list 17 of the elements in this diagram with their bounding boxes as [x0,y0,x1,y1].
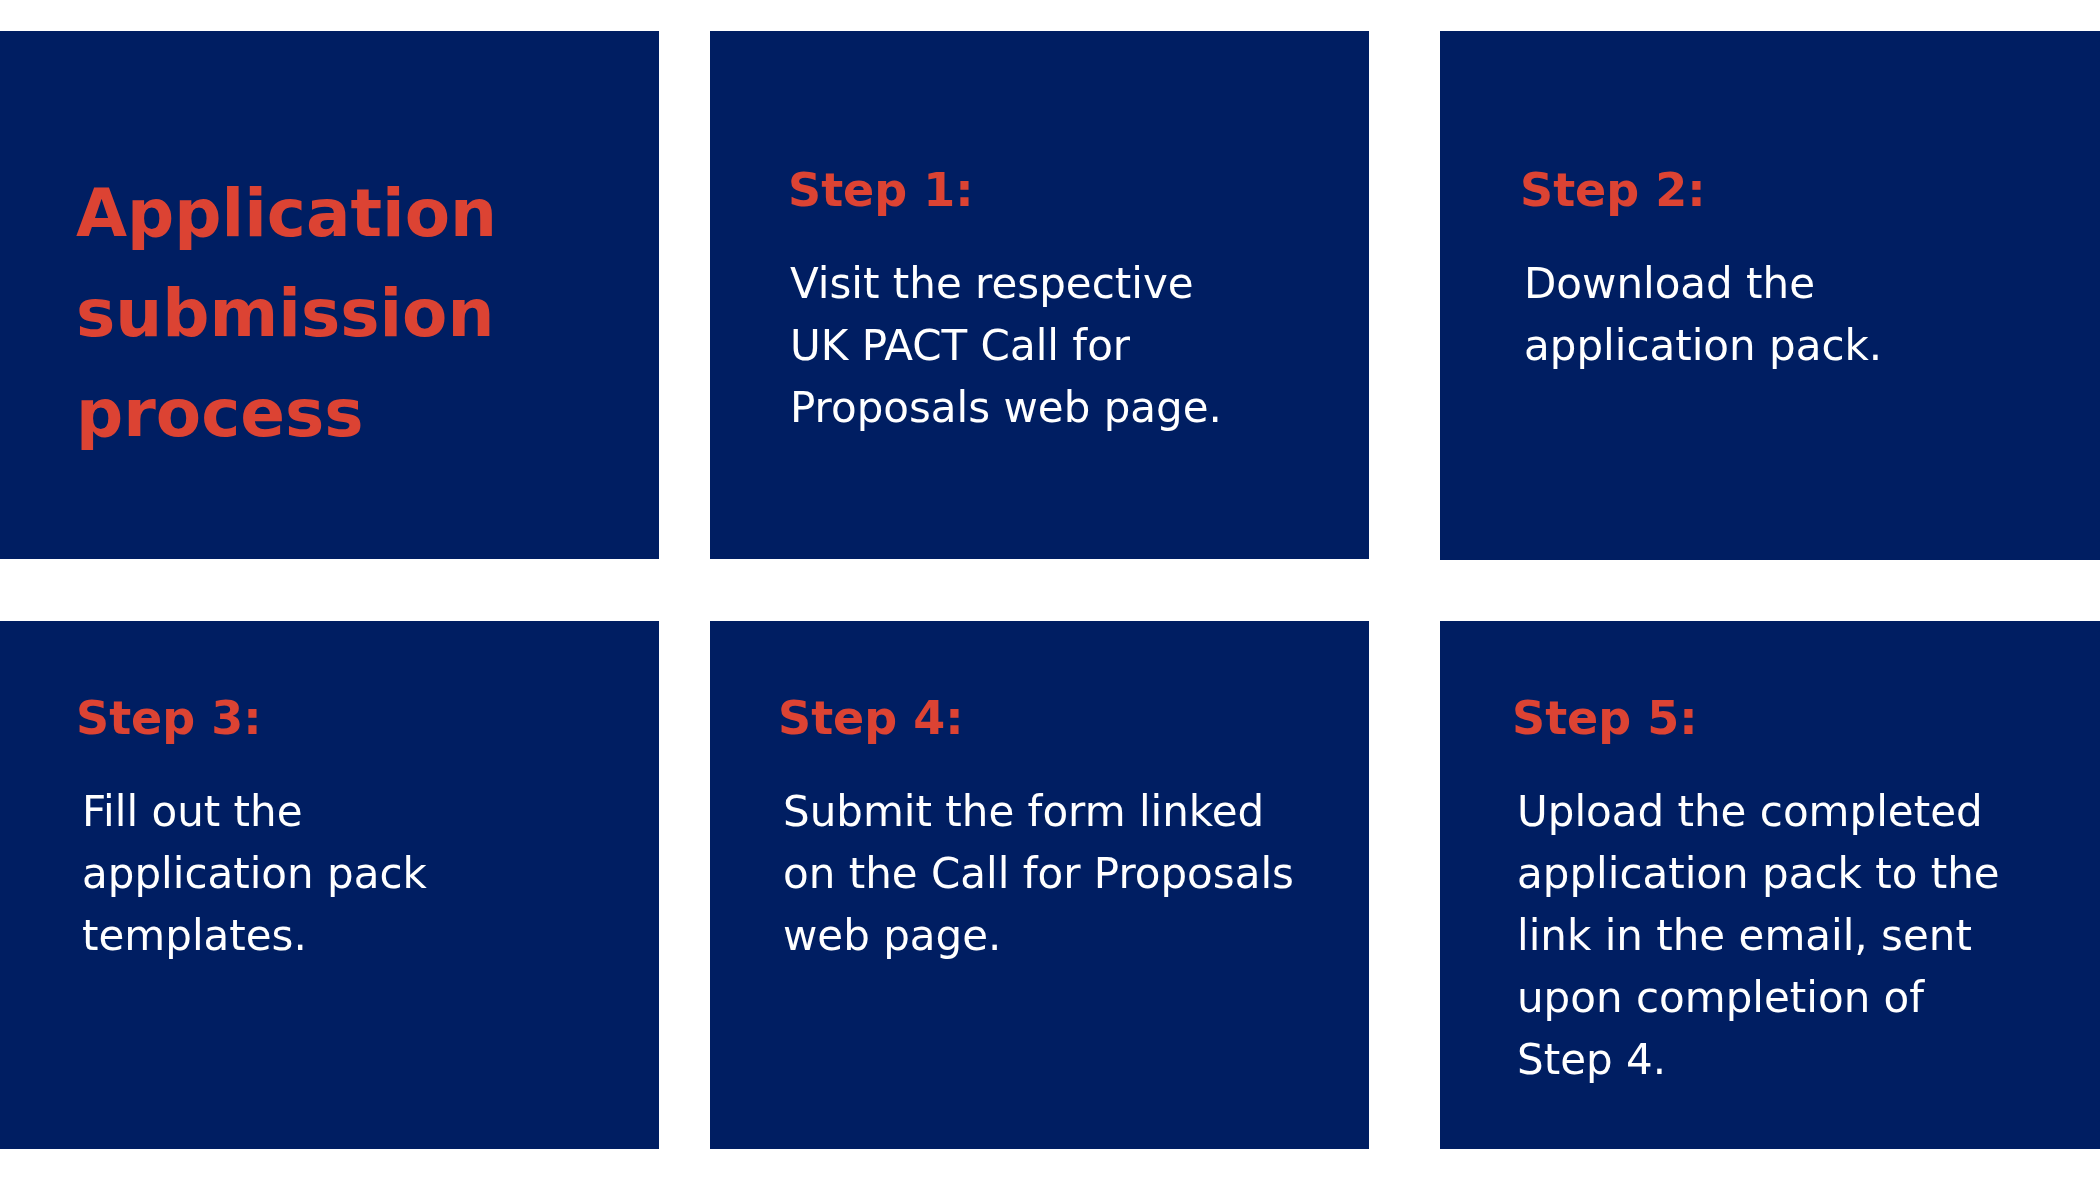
step-card [0,621,659,1149]
step-card [1440,31,2100,560]
step-heading: Step 1: [788,162,975,219]
step-description: Fill out the application pack templates. [82,786,428,962]
step-description: Upload the completed application pack to the link in the email, sent upon completion of Step 4. [1517,786,2001,1086]
step-card [1440,621,2100,1149]
step-description: Submit the form linked on the Call for Proposals web page. [783,786,1295,962]
step-description: Download the application pack. [1524,258,1884,372]
step-heading: Step 5: [1512,690,1699,747]
step-description: Visit the respective UK PACT Call for Proposals web page. [790,258,1223,434]
step-card [710,31,1369,559]
step-card [710,621,1369,1149]
card-title: Application submission process [76,174,498,454]
title-card [0,31,659,559]
step-heading: Step 3: [76,690,263,747]
step-heading: Step 4: [778,690,965,747]
step-heading: Step 2: [1520,162,1707,219]
